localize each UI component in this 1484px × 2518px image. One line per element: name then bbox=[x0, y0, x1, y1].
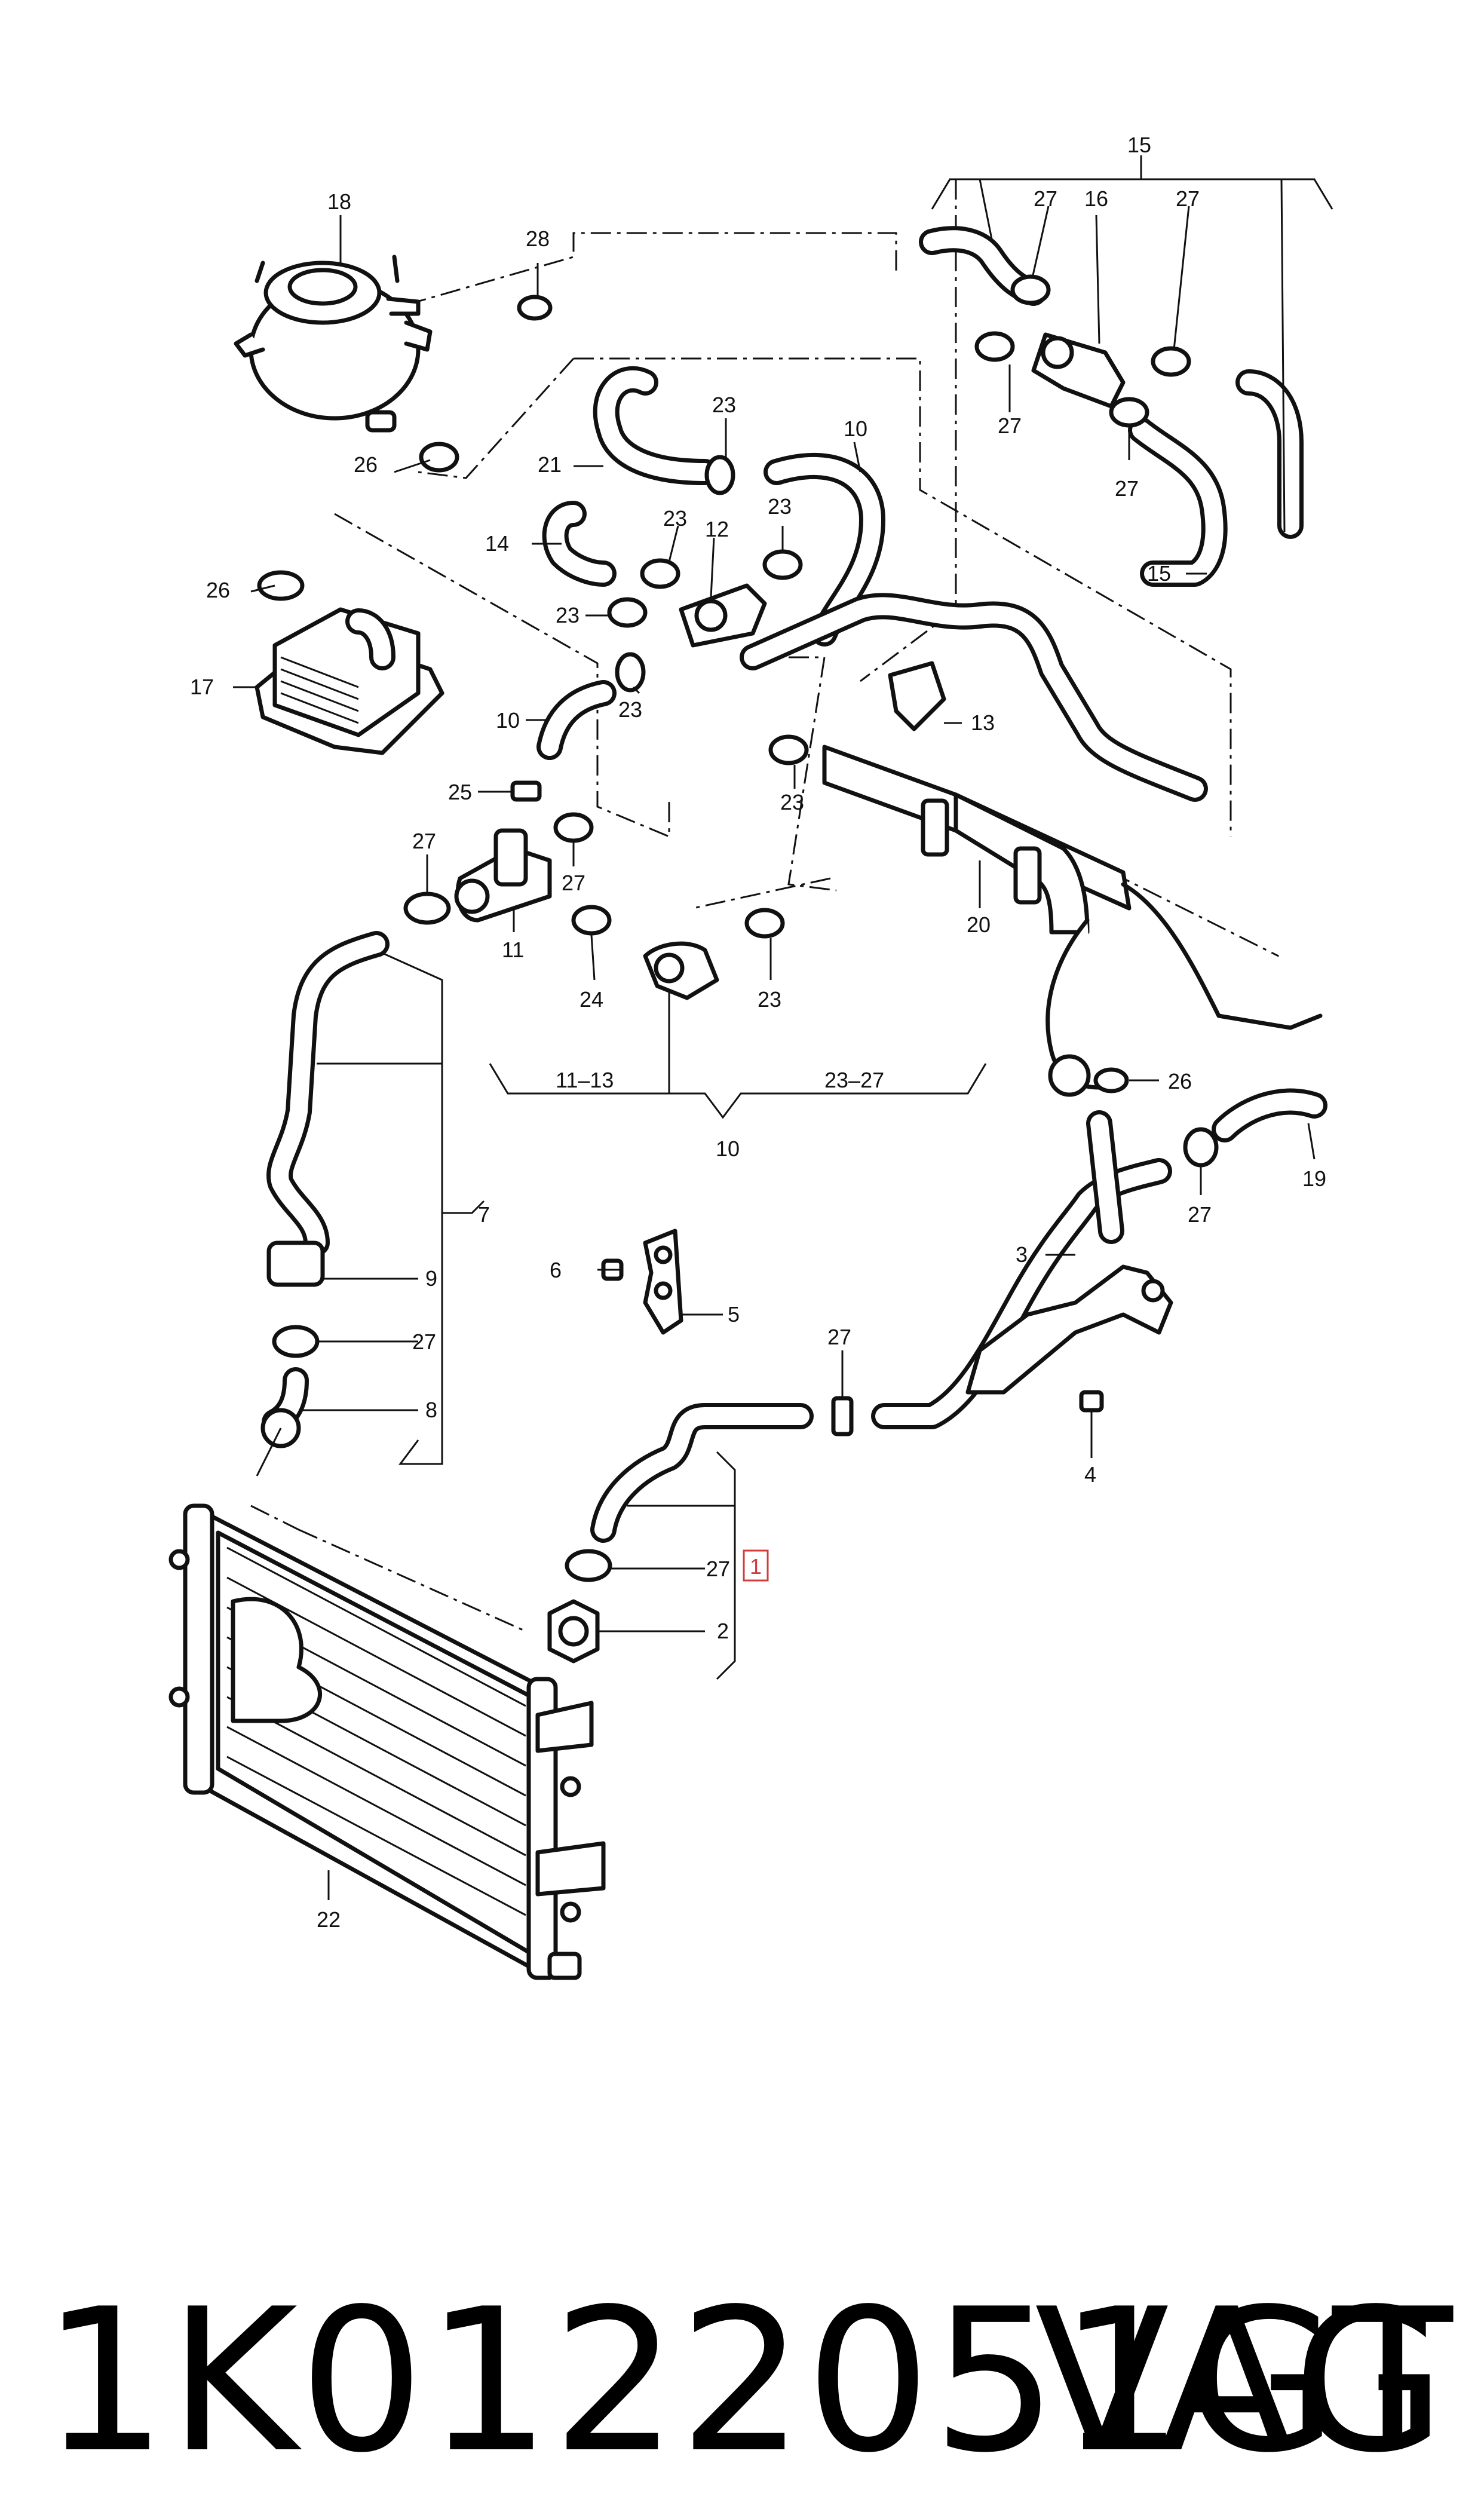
label-5: 5 bbox=[728, 1302, 740, 1327]
part-number: 1K0122051GT bbox=[42, 2266, 1454, 2496]
hose-clamps bbox=[257, 274, 1219, 1582]
label-16: 16 bbox=[1084, 186, 1108, 211]
label-17: 17 bbox=[190, 675, 214, 699]
hoses bbox=[262, 226, 1327, 1543]
label-27-g: 27 bbox=[1188, 1202, 1212, 1227]
label-27-h: 27 bbox=[412, 1330, 436, 1354]
label-27-i: 27 bbox=[827, 1325, 851, 1349]
label-23-g: 23 bbox=[758, 987, 781, 1012]
label-23-d: 23 bbox=[556, 603, 580, 627]
label-26-left: 26 bbox=[206, 578, 230, 602]
label-21: 21 bbox=[538, 452, 562, 477]
label-15-mid: 15 bbox=[1147, 561, 1171, 586]
label-13: 13 bbox=[971, 710, 995, 735]
label-19: 19 bbox=[1302, 1166, 1326, 1191]
radiator bbox=[168, 1503, 606, 1980]
coolant-system-diagram: 15 27 16 27 27 27 15 18 28 26 23 21 10 1… bbox=[168, 133, 1333, 1980]
label-23-f: 23 bbox=[780, 790, 804, 814]
label-2: 2 bbox=[717, 1619, 729, 1643]
brand-name: VAG bbox=[1034, 2266, 1448, 2496]
label-26-right: 26 bbox=[1168, 1069, 1192, 1093]
oil-cooler bbox=[255, 607, 444, 755]
label-27-a: 27 bbox=[1034, 186, 1057, 211]
leader-lines bbox=[233, 155, 1333, 1900]
label-9: 9 bbox=[425, 1266, 437, 1291]
label-22: 22 bbox=[317, 1907, 341, 1932]
coolant-pipe-assembly bbox=[822, 745, 1323, 1097]
label-28: 28 bbox=[526, 226, 550, 251]
label-1-highlighted: 1 bbox=[750, 1554, 762, 1579]
label-27-b: 27 bbox=[1176, 186, 1200, 211]
label-23-a: 23 bbox=[712, 393, 736, 417]
label-12: 12 bbox=[705, 517, 729, 541]
label-25: 25 bbox=[448, 780, 472, 804]
label-24: 24 bbox=[580, 987, 603, 1012]
label-18: 18 bbox=[327, 189, 351, 214]
label-23-e: 23 bbox=[618, 697, 642, 722]
label-15-top: 15 bbox=[1127, 133, 1151, 157]
label-range-a: 11–13 bbox=[556, 1068, 614, 1092]
label-23-c: 23 bbox=[768, 494, 792, 519]
label-4: 4 bbox=[1084, 1462, 1096, 1487]
label-10-bottom: 10 bbox=[716, 1137, 740, 1161]
label-27-f: 27 bbox=[562, 871, 585, 895]
flanges-and-connectors bbox=[266, 332, 1126, 1664]
label-7: 7 bbox=[478, 1202, 490, 1227]
label-10-left: 10 bbox=[496, 708, 520, 733]
label-10-top: 10 bbox=[844, 416, 867, 441]
part-labels: 15 27 16 27 27 27 15 18 28 26 23 21 10 1… bbox=[190, 133, 1326, 1932]
label-6: 6 bbox=[550, 1258, 562, 1282]
label-27-e: 27 bbox=[412, 829, 436, 853]
label-27-j: 27 bbox=[706, 1557, 730, 1581]
label-11: 11 bbox=[502, 938, 524, 962]
label-20: 20 bbox=[967, 912, 991, 937]
label-23-b: 23 bbox=[663, 506, 687, 531]
reference-lines bbox=[250, 179, 1279, 1632]
expansion-tank bbox=[234, 255, 433, 433]
label-range-b: 23–27 bbox=[824, 1068, 884, 1092]
label-14: 14 bbox=[485, 531, 509, 556]
label-8: 8 bbox=[425, 1398, 437, 1422]
label-3: 3 bbox=[1016, 1242, 1028, 1267]
label-26-top: 26 bbox=[354, 452, 378, 477]
label-27-d: 27 bbox=[1115, 476, 1139, 501]
label-27-c: 27 bbox=[998, 413, 1022, 438]
pipe-bracket bbox=[965, 1264, 1173, 1395]
highlight-box bbox=[743, 1549, 769, 1582]
